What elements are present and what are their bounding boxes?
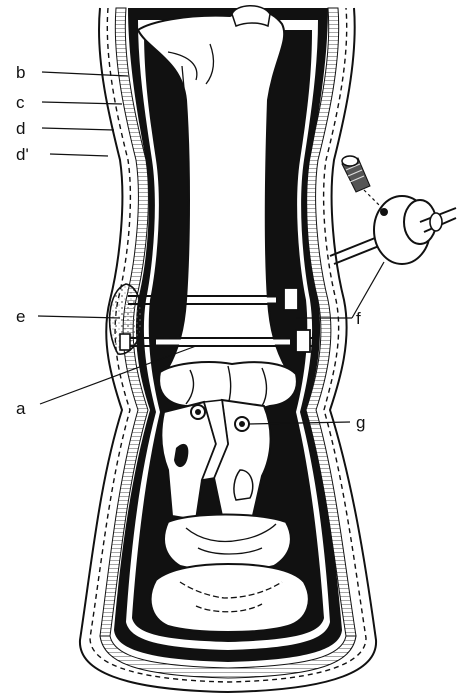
leader-c [42, 102, 122, 104]
bone-top-cap [232, 6, 270, 26]
label-e: e [16, 307, 25, 326]
label-g: g [356, 413, 365, 432]
label-f: f [356, 309, 361, 328]
screw-hole-right-inner [239, 421, 245, 427]
label-d: d [16, 119, 25, 138]
label-b: b [16, 63, 25, 82]
leader-d-prime [50, 154, 108, 156]
label-d-prime: d' [16, 145, 29, 164]
pin-clamp-inset [330, 156, 456, 264]
leader-b [42, 72, 128, 76]
lower-bone-upper [164, 515, 291, 571]
leader-d [42, 128, 114, 130]
carpal-small-right [234, 470, 253, 500]
label-a: a [16, 399, 26, 418]
label-c: c [16, 93, 25, 112]
coffin-bone [151, 564, 309, 632]
screw-hole-left-inner [195, 409, 201, 415]
